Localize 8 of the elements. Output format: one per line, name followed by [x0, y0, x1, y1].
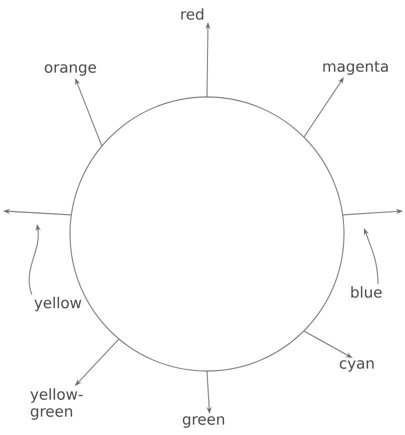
color-label: red — [181, 8, 204, 20]
color-label: blue — [351, 286, 382, 298]
color-label: cyan — [340, 360, 374, 372]
color-label: yellow — [34, 296, 82, 312]
color-label: orange — [44, 64, 96, 76]
color-label: green — [182, 416, 224, 428]
color-label: yellow-green — [30, 388, 83, 420]
color-label: magenta — [323, 61, 388, 75]
